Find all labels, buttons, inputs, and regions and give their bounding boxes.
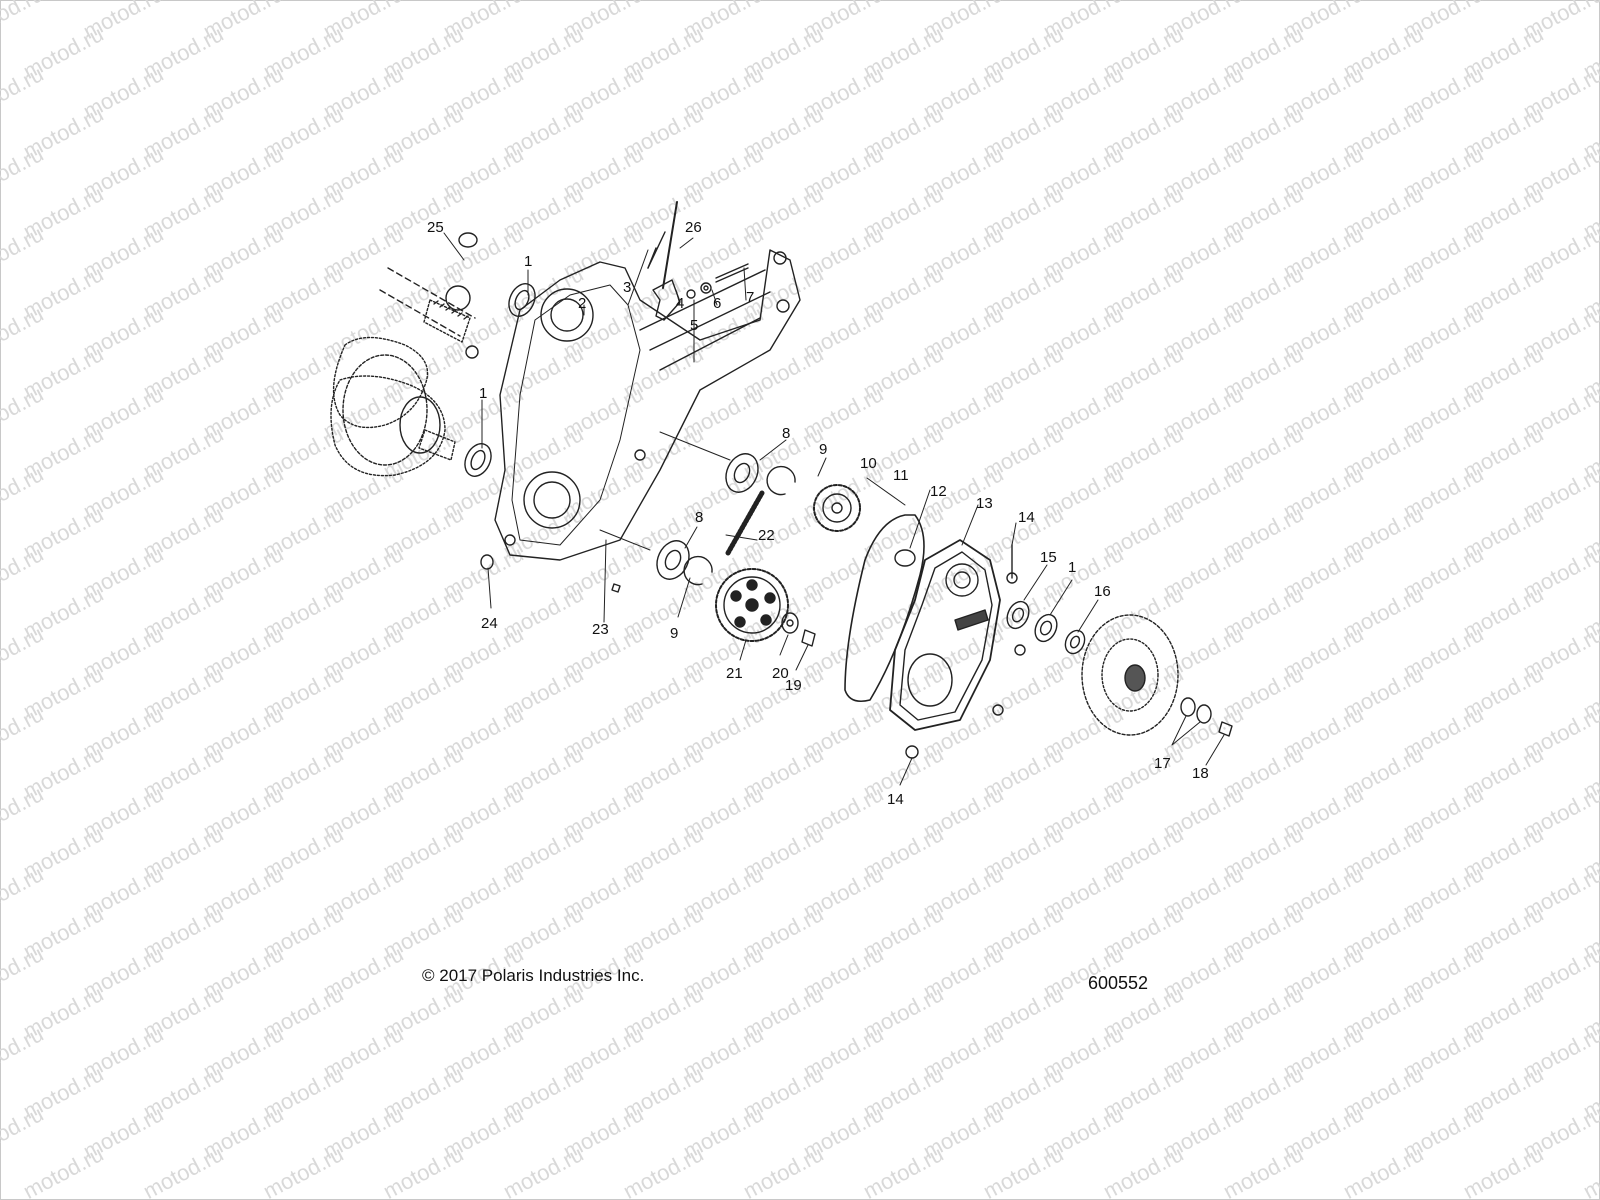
callout-19: 19	[785, 677, 802, 694]
callout-24: 24	[481, 615, 498, 632]
callout-18: 18	[1192, 765, 1209, 782]
callout-2: 2	[578, 295, 586, 312]
lower-sprocket	[715, 568, 789, 642]
callout-6: 6	[713, 295, 721, 312]
disc-hardware	[1180, 697, 1233, 737]
pivot-pin-parts	[647, 201, 749, 321]
callout-3: 3	[623, 279, 631, 296]
callout-14: 14	[887, 791, 904, 808]
callout-12: 12	[930, 483, 947, 500]
drive-chain	[844, 514, 925, 703]
callout-8: 8	[782, 425, 790, 442]
callout-14: 14	[1018, 509, 1035, 526]
callout-13: 13	[976, 495, 993, 512]
callout-22: 22	[758, 527, 775, 544]
callout-1: 1	[1068, 559, 1076, 576]
output-seals	[1006, 600, 1086, 655]
callout-1: 1	[524, 253, 532, 270]
input-shaft-assembly	[330, 267, 479, 477]
callout-labels: 25 26 1 2 3 4 6 7 5 1 8 9 10 11 12 13 14…	[427, 219, 1209, 808]
drain-plugs	[480, 554, 621, 593]
callout-1: 1	[479, 385, 487, 402]
o-ring-12	[894, 549, 916, 567]
callout-9: 9	[819, 441, 827, 458]
callout-8: 8	[695, 509, 703, 526]
callout-9: 9	[670, 625, 678, 642]
callout-16: 16	[1094, 583, 1111, 600]
copyright-notice: © 2017 Polaris Industries Inc.	[422, 966, 645, 985]
tensioner-spring	[725, 490, 765, 556]
callout-4: 4	[676, 295, 684, 312]
callout-15: 15	[1040, 549, 1057, 566]
gearcase-housing	[494, 249, 801, 561]
bearings-and-rings	[656, 453, 796, 586]
callout-7: 7	[746, 289, 754, 306]
brake-disc	[1081, 614, 1179, 736]
washer-and-bolt	[781, 612, 816, 647]
callout-23: 23	[592, 621, 609, 638]
callout-25: 25	[427, 219, 444, 236]
callout-11: 11	[893, 467, 909, 484]
oil-seals-left	[458, 232, 536, 477]
callout-20: 20	[772, 665, 789, 682]
callout-5: 5	[690, 317, 698, 334]
callout-17: 17	[1154, 755, 1171, 772]
callout-10: 10	[860, 455, 877, 472]
upper-sprocket	[813, 484, 861, 532]
callout-21: 21	[726, 665, 743, 682]
figure-number: 600552	[1088, 973, 1149, 993]
leader-lines	[443, 232, 1225, 786]
callout-26: 26	[685, 219, 702, 236]
cover-bolts	[905, 544, 1026, 759]
chaincase-cover	[889, 539, 1001, 731]
